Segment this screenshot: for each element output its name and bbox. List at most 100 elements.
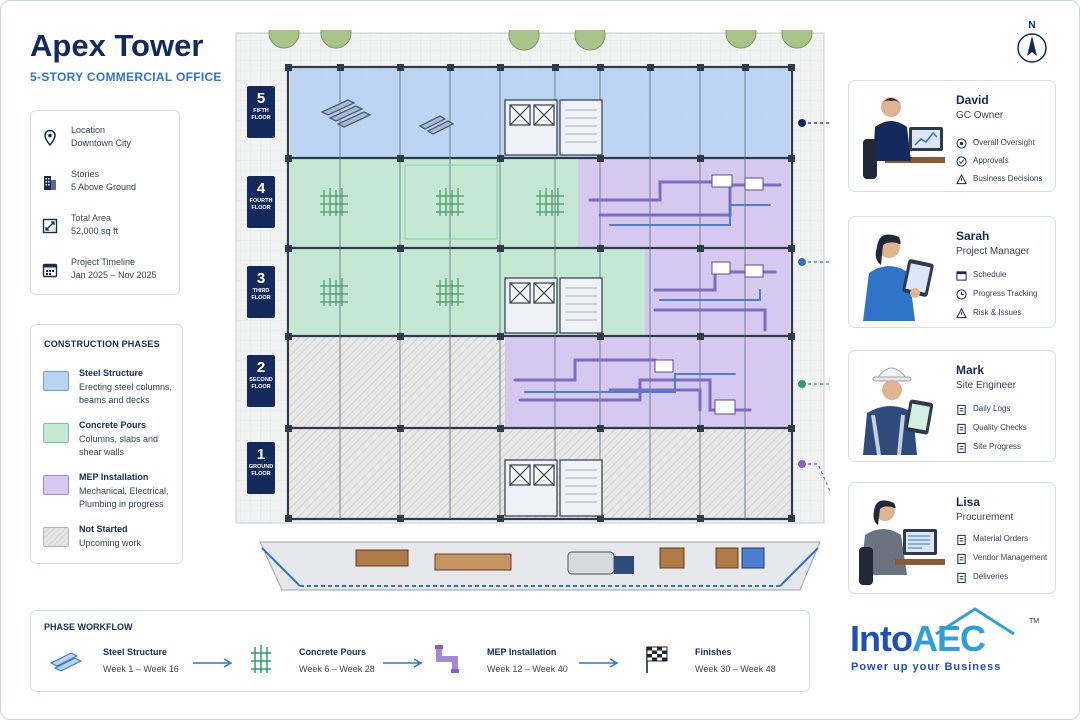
steel-beams-icon	[49, 652, 83, 672]
floor-tag-1: 1 GROUND FLOOR	[247, 442, 275, 494]
check-circle-icon	[956, 156, 967, 167]
team-task: Approvals	[956, 155, 1056, 169]
floor-label: THIRD FLOOR	[251, 288, 271, 301]
house-roof-logo-icon	[935, 607, 1015, 636]
info-value: Downtown City	[71, 138, 132, 148]
page-title: Apex Tower	[30, 28, 204, 63]
connector-dot-david	[798, 119, 806, 127]
floor-tag-3: 3 THIRD FLOOR	[247, 266, 275, 318]
team-task-label: Progress Tracking	[973, 289, 1038, 298]
legend-desc: Upcoming work	[79, 538, 142, 548]
phase-workflow: PHASE WORKFLOW Steel Structure Week 1 – …	[30, 610, 810, 692]
area-icon	[42, 218, 58, 234]
legend-desc: Columns, slabs and shear walls	[79, 434, 159, 457]
team-task: Daily Logs	[956, 403, 1056, 417]
team-task: Business Decisions	[956, 173, 1056, 187]
team-task: Vendor Management	[956, 552, 1056, 566]
team-task: Quality Checks	[956, 422, 1056, 436]
warning-icon	[956, 308, 967, 319]
info-label: Location	[71, 125, 106, 135]
workflow-arrow-icon	[579, 658, 619, 668]
team-name: David	[956, 93, 989, 107]
intoaec-logo[interactable]: IntoAEC TM Power up your Business	[842, 604, 1042, 680]
team-name: Sarah	[956, 229, 990, 243]
workflow-step-title: Concrete Pours	[299, 647, 367, 657]
team-card-sarah[interactable]: Sarah Project Manager Schedule Progress …	[848, 216, 1056, 328]
north-label: N	[1028, 20, 1035, 31]
north-arrow-icon: N	[1017, 20, 1047, 63]
floor-number: 5	[256, 90, 266, 107]
legend-swatch	[43, 527, 69, 547]
workflow-step-weeks: Week 30 – Week 48	[695, 664, 776, 674]
trees	[268, 30, 813, 51]
info-label: Stories	[71, 169, 100, 179]
clipboard-icon	[957, 442, 966, 453]
procurement-laptop-illustration	[859, 500, 945, 585]
team-task-label: Vendor Management	[973, 553, 1048, 562]
team-task-label: Schedule	[973, 270, 1007, 279]
floor-number: 1	[256, 446, 266, 463]
team-task: Progress Tracking	[956, 288, 1056, 302]
floor-number: 3	[256, 270, 266, 287]
workflow-heading: PHASE WORKFLOW	[44, 622, 133, 632]
info-value: Jan 2025 – Nov 2025	[71, 270, 157, 280]
team-task: Deliveries	[956, 571, 1056, 585]
workflow-arrow-icon	[193, 658, 233, 668]
team-task-label: Site Progress	[973, 442, 1022, 451]
clipboard-icon	[957, 553, 966, 564]
floor-2-mep-zone	[505, 336, 790, 428]
team-task-label: Material Orders	[973, 534, 1029, 543]
floor-3-mep-zone	[645, 248, 790, 336]
location-pin-icon	[44, 129, 56, 147]
team-card-lisa[interactable]: Lisa Procurement Material Orders Vendor …	[848, 482, 1056, 594]
team-card-mark[interactable]: Mark Site Engineer Daily Logs Quality Ch…	[848, 350, 1056, 462]
team-card-david[interactable]: David GC Owner Overall Oversight Approva…	[848, 80, 1056, 192]
team-task: Site Progress	[956, 441, 1056, 455]
connector-dot-sarah	[798, 258, 806, 266]
floor-number: 4	[256, 180, 266, 197]
floor-tag-5: 5 FIFTH FLOOR	[247, 86, 275, 138]
floor-label: FIFTH FLOOR	[251, 108, 271, 121]
workflow-step-weeks: Week 1 – Week 16	[103, 664, 179, 674]
workflow-step-weeks: Week 12 – Week 40	[487, 664, 568, 674]
team-task-label: Risk & Issues	[973, 308, 1022, 317]
logo-tagline: Power up your Business	[851, 661, 1002, 673]
legend-item-mep: MEP Installation Mechanical, Electrical,…	[43, 472, 183, 518]
team-name: Lisa	[956, 495, 981, 509]
floor-4-mep-zone	[578, 158, 790, 248]
floor-label: SECOND FLOOR	[249, 377, 273, 390]
warning-icon	[956, 174, 967, 185]
info-label: Project Timeline	[71, 257, 136, 267]
clipboard-icon	[957, 423, 966, 434]
workflow-arrow-icon	[383, 658, 423, 668]
logo-brand-into: Into	[850, 618, 913, 659]
logo-trademark: TM	[1029, 618, 1040, 625]
building-icon	[44, 176, 56, 190]
team-role: Site Engineer	[956, 380, 1017, 391]
legend-title: Not Started	[79, 524, 128, 534]
team-role: Procurement	[956, 512, 1014, 523]
legend-title: Steel Structure	[79, 368, 144, 378]
rebar-column-icon	[251, 645, 271, 673]
logo-wordmark: IntoAEC	[850, 618, 986, 660]
team-task-label: Approvals	[973, 156, 1009, 165]
info-stories: Stories 5 Above Ground	[31, 169, 181, 205]
calendar-icon	[42, 263, 58, 278]
logo-brand-aec: AEC	[911, 618, 986, 659]
clipboard-icon	[957, 534, 966, 545]
legend-swatch	[43, 475, 69, 495]
eye-icon	[956, 138, 967, 149]
floor-label: GROUND FLOOR	[248, 464, 274, 477]
site-engineer-hardhat-illustration	[863, 367, 934, 456]
floor-label: FOURTH FLOOR	[249, 198, 273, 211]
floor-2-not-started-zone	[290, 336, 505, 428]
info-timeline: Project Timeline Jan 2025 – Nov 2025	[31, 257, 181, 293]
info-label: Total Area	[71, 213, 112, 223]
floor-number: 2	[256, 359, 266, 376]
clipboard-icon	[957, 572, 966, 583]
legend-desc: Mechanical, Electrical, Plumbing in prog…	[79, 486, 169, 509]
team-role: GC Owner	[956, 110, 1004, 121]
legend-item-not-started: Not Started Upcoming work	[43, 524, 183, 570]
workflow-step-title: Steel Structure	[103, 647, 168, 657]
team-task-label: Deliveries	[973, 572, 1009, 581]
